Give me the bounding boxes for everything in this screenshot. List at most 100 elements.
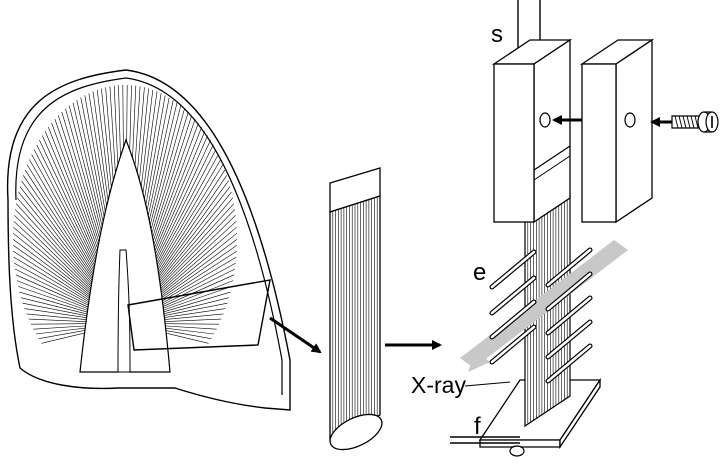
fiber-line: [42, 135, 103, 271]
fiber-line: [156, 232, 238, 299]
fiber-line: [156, 250, 237, 304]
fiber-line: [155, 215, 236, 294]
fiber-line: [151, 159, 221, 278]
fiber-line: [145, 122, 199, 268]
fiber-line: [155, 221, 237, 296]
fiber-line: [24, 308, 97, 320]
label-xray: X-ray: [411, 372, 466, 398]
fiber-line: [44, 131, 103, 270]
fiber-line: [26, 313, 98, 321]
xray-beam: [460, 240, 628, 368]
fiber-line: [31, 154, 100, 277]
fiber-line: [154, 186, 231, 286]
fiber-line: [153, 180, 229, 284]
fiber-line: [156, 256, 237, 306]
fiber-line: [19, 291, 96, 315]
fiber-line: [48, 126, 104, 269]
front-block-hole: [539, 112, 551, 128]
fiber-line: [154, 191, 232, 287]
rear-plate-hole: [624, 112, 636, 128]
fiber-line: [15, 274, 95, 311]
fiber-line: [14, 268, 95, 309]
fiber-line: [153, 175, 228, 283]
fiber-line: [22, 175, 97, 283]
fiber-line: [150, 149, 217, 275]
fiber-line: [152, 164, 224, 280]
fiber-line: [14, 262, 95, 307]
fiber-line: [26, 164, 98, 280]
front-clamp-block: [491, 38, 573, 224]
fiber-line: [12, 244, 94, 302]
pin-fill: [490, 300, 536, 339]
fiber-line: [12, 238, 94, 301]
fiber-line: [150, 154, 219, 277]
fiber-line: [148, 139, 211, 273]
label-e: e: [473, 259, 486, 286]
fiber-line: [19, 186, 96, 286]
thread-line: [674, 115, 679, 129]
fiber-line: [51, 122, 105, 268]
fiber-line: [155, 209, 236, 292]
fiber-line: [156, 244, 238, 302]
xray-pointer-line: [464, 381, 511, 387]
fiber-line: [14, 215, 95, 294]
fiber-line: [58, 115, 107, 266]
pin-fill: [546, 248, 592, 287]
fiber-line: [155, 274, 235, 311]
fiber-line: [146, 126, 202, 269]
pin-fill: [490, 276, 536, 315]
thread-line: [694, 115, 699, 129]
thread-line: [690, 115, 695, 129]
fiber-line: [154, 291, 231, 315]
strip-bottom-rod: [329, 413, 383, 451]
fiber-line: [18, 191, 96, 287]
screw: [671, 111, 719, 133]
fiber-line: [154, 286, 232, 314]
fiber-line: [156, 238, 238, 301]
pin-fill: [546, 272, 592, 311]
fiber-line: [153, 302, 228, 318]
fiber-line: [153, 308, 226, 320]
fiber-line: [154, 197, 234, 289]
fiber-line: [29, 159, 99, 278]
fiber-line: [155, 203, 235, 291]
selection-box: [127, 279, 271, 351]
tissue-slit: [117, 249, 131, 373]
fiber-line: [147, 131, 206, 270]
electrode-pins: [489, 247, 593, 384]
pin-fill: [490, 250, 536, 289]
fiber-line: [149, 144, 214, 274]
thread-line: [682, 115, 687, 129]
fiber-line: [13, 256, 94, 306]
pin-fill: [490, 325, 536, 364]
fiber-line: [24, 169, 98, 281]
fiber-line: [12, 232, 94, 299]
xray-beam-head: [468, 350, 490, 372]
fiber-line: [18, 286, 96, 314]
fiber-line: [33, 149, 100, 275]
thread-line: [686, 115, 691, 129]
fiber-line: [155, 268, 236, 309]
fiber-line: [20, 297, 96, 317]
fiber-line: [39, 139, 102, 273]
fiber-line: [155, 280, 234, 312]
arrow-to-strip: [269, 316, 322, 354]
label-f: f: [474, 413, 481, 440]
base-foot: [509, 445, 525, 457]
strip-fibers: [332, 196, 378, 439]
fiber-line: [155, 262, 236, 307]
fiber-line: [36, 144, 101, 274]
fiber-line: [16, 280, 95, 312]
fiber-line: [154, 297, 230, 317]
rear-clamp-plate: [579, 38, 655, 224]
fiber-line: [15, 203, 95, 291]
fiber-line: [22, 302, 97, 318]
pin-fill: [546, 320, 592, 359]
fiber-line: [16, 197, 96, 289]
fiber-line: [14, 209, 95, 292]
fiber-strip: [329, 167, 383, 451]
label-s: s: [491, 21, 503, 48]
pin-fill: [546, 296, 592, 335]
